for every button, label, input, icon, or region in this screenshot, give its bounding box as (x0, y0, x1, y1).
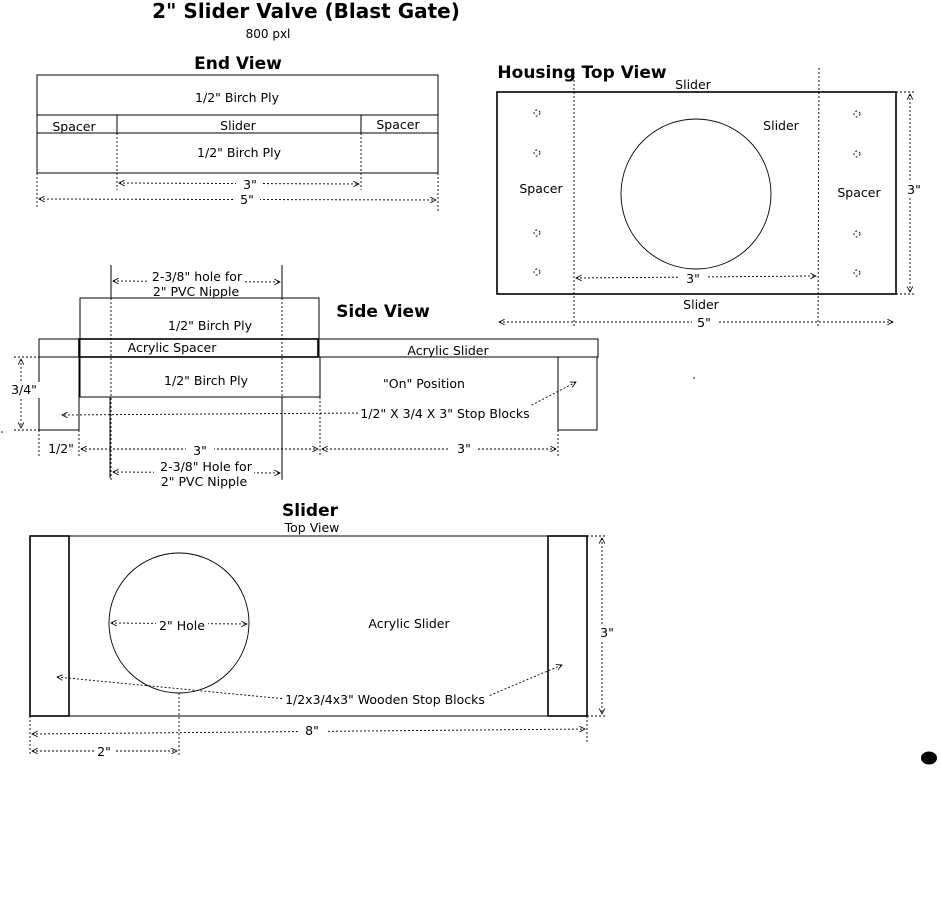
black-dot-mark (921, 751, 937, 765)
side-left-cap (38, 338, 81, 358)
side-stop-block-left (38, 356, 80, 431)
housing-dim-inner: 3" (686, 271, 700, 286)
side-top-ply-label: 1/2" Birch Ply (168, 318, 253, 333)
end-view-heading: End View (194, 54, 282, 74)
end-view-slider-label: Slider (220, 118, 257, 133)
slider-dim-length: 8" (305, 723, 319, 738)
slider-dim-height: 3" (600, 625, 614, 640)
side-stop-blocks-label: 1/2" X 3/4 X 3" Stop Blocks (360, 406, 529, 421)
end-view-dim-outer: 5" (240, 192, 254, 207)
slider-stop-blocks-label: 1/2x3/4x3" Wooden Stop Blocks (285, 692, 485, 707)
housing-slider-inner-label: Slider (763, 118, 800, 133)
slider-top-view: Slider Top View 2" Hole Acrylic Slider 3… (29, 501, 618, 759)
side-acrylic-spacer-label: Acrylic Spacer (128, 340, 218, 355)
side-on-position-label: "On" Position (383, 376, 465, 391)
housing-dim-outer: 5" (697, 315, 711, 330)
housing-top-view-heading: Housing Top View (497, 63, 666, 83)
slider-hole-label: 2" Hole (159, 618, 205, 633)
slider-view-subheading: Top View (284, 520, 340, 535)
side-dim-half: 1/2" (48, 441, 74, 456)
housing-outline (496, 91, 897, 295)
side-view: Side View 2-3/8" hole for 2" PVC Nipple … (1, 265, 695, 489)
side-hole-top-line1: 2-3/8" hole for (152, 269, 243, 284)
housing-slider-top-label: Slider (675, 77, 712, 92)
side-view-heading: Side View (336, 302, 430, 322)
end-view-bottom-ply (36, 132, 439, 174)
slider-stop-block-right (547, 535, 588, 717)
side-hole-bottom-line2: 2" PVC Nipple (161, 474, 248, 489)
housing-hole (620, 118, 772, 270)
end-view-bottom-ply-label: 1/2" Birch Ply (197, 145, 282, 160)
side-dim-height: 3/4" (11, 382, 37, 397)
housing-slider-bottom-label: Slider (683, 297, 720, 312)
side-bottom-ply-label: 1/2" Birch Ply (164, 373, 249, 388)
side-acrylic-slider-label: Acrylic Slider (407, 343, 489, 358)
side-stop-block-right (557, 356, 598, 431)
side-bottom-ply (79, 356, 321, 398)
housing-dim-height: 3" (907, 182, 921, 197)
end-view-dim-inner: 3" (243, 177, 257, 192)
end-view: End View 1/2" Birch Ply Spacer Slider Sp… (36, 54, 439, 212)
side-hole-top-line2: 2" PVC Nipple (153, 284, 240, 299)
side-acrylic-slider (318, 338, 599, 358)
end-view-spacer-right-label: Spacer (376, 117, 420, 132)
slider-acrylic-label: Acrylic Slider (368, 616, 450, 631)
end-view-spacer-left-label: Spacer (52, 119, 96, 134)
slider-dim-offset: 2" (97, 744, 111, 759)
screw-holes (533, 109, 861, 277)
housing-top-view: Housing Top View Slider Slider Spacer Sp… (496, 63, 926, 330)
slider-stop-block-left (29, 535, 70, 717)
slider-view-heading: Slider (282, 501, 339, 521)
drawing-subtitle: 800 pxl (246, 27, 291, 41)
drawing-title: 2" Slider Valve (Blast Gate) (152, 0, 460, 23)
slider-outline (29, 535, 588, 717)
side-hole-bottom-line1: 2-3/8" Hole for (160, 459, 253, 474)
side-dim-left: 3" (193, 443, 207, 458)
housing-spacer-right-label: Spacer (837, 185, 881, 200)
end-view-top-ply-label: 1/2" Birch Ply (195, 90, 280, 105)
side-dim-right: 3" (457, 441, 471, 456)
housing-spacer-left-label: Spacer (519, 181, 563, 196)
